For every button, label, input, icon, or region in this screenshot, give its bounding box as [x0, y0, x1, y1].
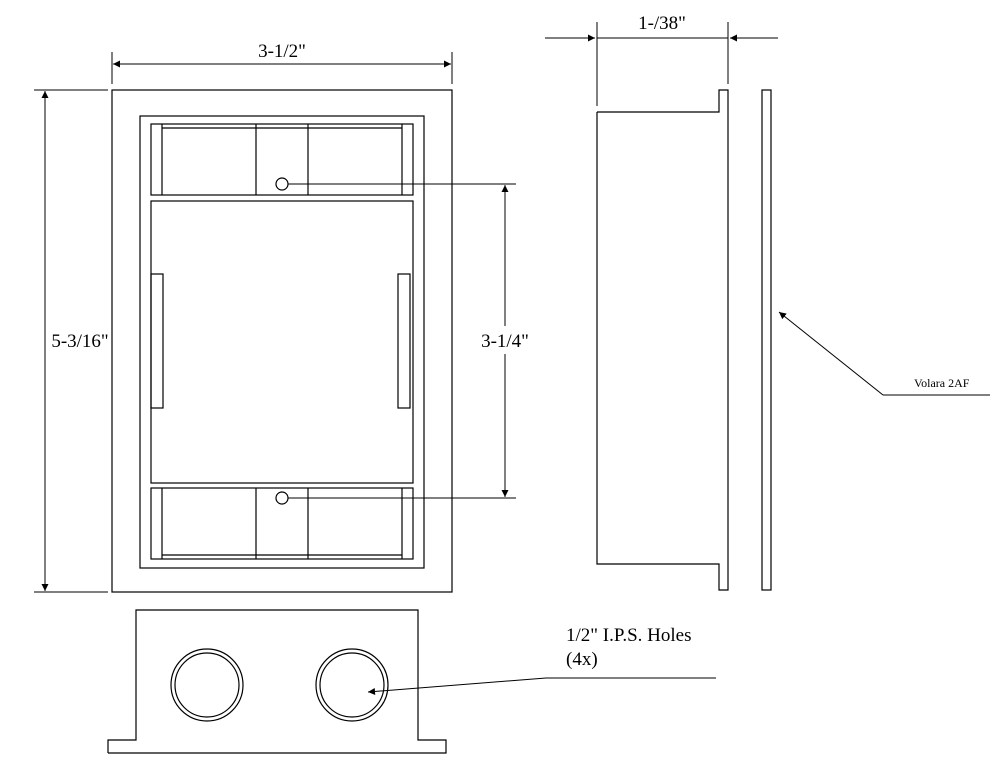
side-view [596, 89, 772, 591]
bottom-compartment [150, 487, 414, 560]
ips-hole-right [315, 648, 389, 722]
left-tab [150, 273, 164, 409]
front-view [111, 89, 453, 593]
depth-label: 1-/38" [638, 13, 686, 34]
bottom-view [107, 609, 447, 754]
dimension-hole-spacing: 3-1/4" [288, 183, 536, 499]
ips-hole-left [170, 648, 244, 722]
width-label: 3-1/2" [258, 41, 306, 62]
top-compartment [150, 123, 414, 196]
dimension-height: 5-3/16" [34, 89, 109, 593]
height-label: 5-3/16" [51, 331, 108, 352]
dimension-depth: 1-/38" [545, 13, 778, 106]
holes-callout-count: (4x) [566, 649, 598, 670]
bottom-hole [275, 491, 289, 505]
holes-callout: 1/2" I.P.S. Holes (4x) [367, 625, 716, 695]
dimension-width: 3-1/2" [111, 41, 453, 84]
side-box-profile [596, 89, 729, 591]
right-tab [397, 273, 411, 409]
holes-callout-label: 1/2" I.P.S. Holes [566, 625, 691, 646]
volara-pad [761, 89, 772, 591]
top-hole [275, 177, 289, 191]
material-callout: Volara 2AF [778, 311, 990, 396]
material-label: Volara 2AF [914, 376, 970, 390]
front-box-outline [139, 115, 425, 569]
hole-spacing-label: 3-1/4" [481, 331, 529, 352]
middle-panel [150, 200, 414, 484]
front-outer-flange [111, 89, 453, 593]
